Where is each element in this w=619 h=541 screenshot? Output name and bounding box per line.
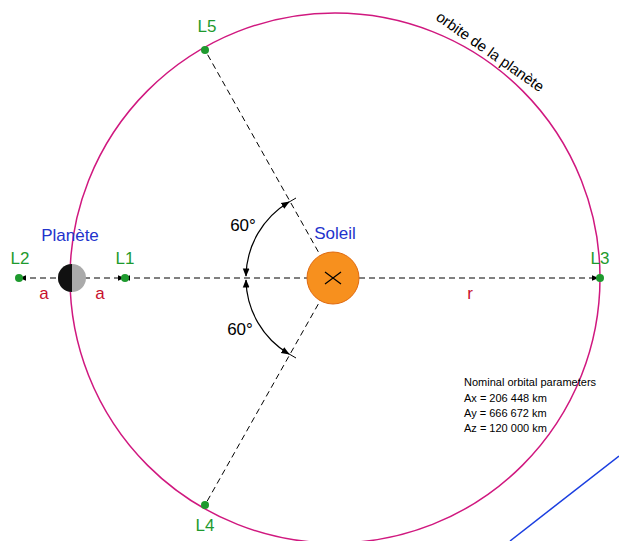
parameter-value: Ay = 666 672 km [464,407,547,419]
angle-arc [246,202,289,276]
body-name: Soleil [314,225,356,244]
point-name: L5 [198,18,217,37]
axis-line [124,278,307,279]
distance-a [84,278,124,279]
l4-line [205,278,333,505]
orbit-label: orbite de la planète [433,9,547,96]
distance-r [359,278,598,279]
tick [284,198,296,205]
point-name: L1 [116,250,135,269]
body-name: Planète [41,227,99,246]
sun-mark [325,272,341,284]
distance-label: r [467,285,473,304]
angle-label: 60° [230,217,256,236]
angle-label: 60° [227,321,253,340]
parameter-value: Az = 120 000 km [464,422,547,434]
orbit-circle [70,13,600,541]
distance-a [20,278,62,279]
blue-line [510,456,619,541]
point-name: L4 [196,517,215,536]
parameter-value: Ax = 206 448 km [464,392,547,404]
parameters-heading: Nominal orbital parameters [464,376,596,388]
distance-label: a [95,285,104,304]
planet-night [58,264,72,292]
angle-arc [246,280,289,354]
tick [284,351,296,358]
lagrange-points [15,46,604,509]
point-name: L2 [11,250,30,269]
sun [307,252,359,304]
distance-label: a [39,285,48,304]
point-name: L3 [591,250,610,269]
planet [58,264,86,292]
l5-line [205,50,333,278]
